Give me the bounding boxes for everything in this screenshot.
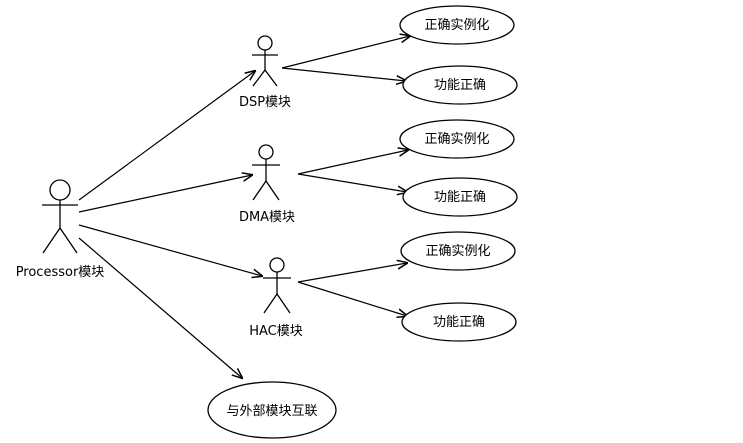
edge-hac-instantiate: [297, 263, 407, 283]
use-case-label: 功能正确: [433, 315, 485, 330]
use-case-label: 正确实例化: [424, 18, 489, 33]
use-case-label: 正确实例化: [424, 132, 489, 147]
edge-processor-dsp: [78, 71, 255, 201]
stick-figure-icon: [263, 257, 291, 314]
use-case-dsp-function[interactable]: 功能正确: [402, 65, 518, 105]
edge-hac-function: [297, 281, 407, 316]
use-case-dma-instantiate[interactable]: 正确实例化: [399, 119, 515, 159]
use-case-label: 功能正确: [434, 190, 486, 205]
use-case-label: 与外部模块互联: [226, 404, 317, 419]
edge-dma-instantiate: [297, 150, 408, 175]
edge-dma-function: [297, 173, 407, 192]
use-case-hac-instantiate[interactable]: 正确实例化: [400, 231, 516, 271]
stick-figure-icon: [252, 35, 278, 87]
actor-dsp[interactable]: DSP模块: [239, 35, 291, 110]
stick-figure-icon: [42, 179, 78, 254]
actor-label: Processor模块: [16, 265, 105, 280]
edge-dsp-function: [281, 67, 406, 81]
stick-figure-icon: [252, 144, 280, 201]
use-case-label: 正确实例化: [425, 244, 490, 259]
edge-dsp-instantiate: [281, 36, 410, 69]
edge-processor-external: [78, 237, 242, 378]
use-case-dsp-instantiate[interactable]: 正确实例化: [399, 5, 515, 45]
actor-label: HAC模块: [249, 324, 303, 339]
edges: [78, 36, 410, 378]
use-case-dma-function[interactable]: 功能正确: [402, 177, 518, 217]
use-case-label: 功能正确: [434, 78, 486, 93]
use-case-external-interconnect[interactable]: 与外部模块互联: [207, 381, 337, 439]
actor-label: DMA模块: [239, 210, 295, 225]
actor-hac[interactable]: HAC模块: [249, 257, 303, 339]
edge-processor-dma: [78, 175, 252, 213]
actor-dma[interactable]: DMA模块: [239, 144, 295, 225]
use-case-hac-function[interactable]: 功能正确: [401, 302, 517, 342]
actor-processor[interactable]: Processor模块: [16, 179, 105, 280]
edge-processor-hac: [78, 224, 262, 276]
actor-label: DSP模块: [239, 95, 291, 110]
